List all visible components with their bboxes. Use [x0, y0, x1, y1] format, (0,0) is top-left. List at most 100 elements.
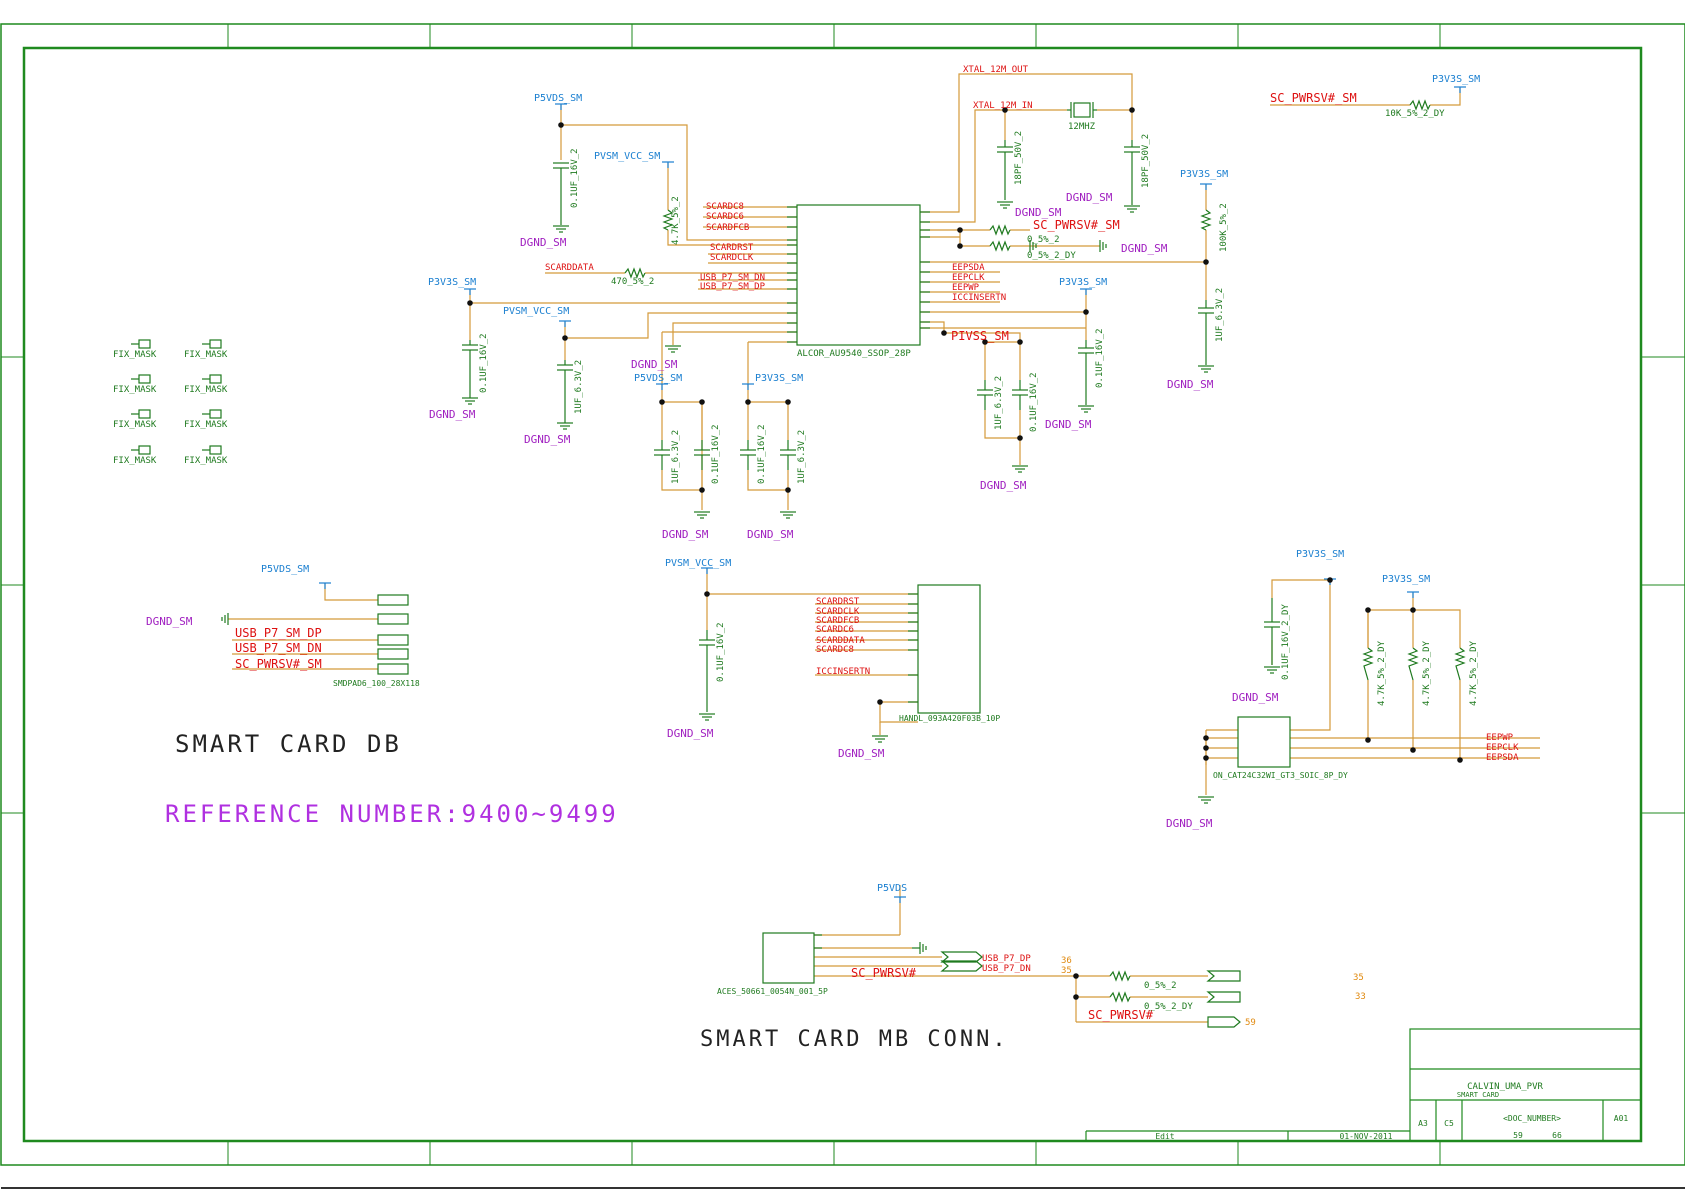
sig-usb-dn-1: USB_P7_SM_DN — [700, 273, 765, 283]
title-project: CALVIN_UMA_PVR — [1467, 1082, 1543, 1092]
net-p3v3-3: P3V3S_SM — [1059, 277, 1107, 288]
res-value-0-dy-1: 0_5%_2_DY — [1027, 251, 1076, 261]
net-p5vds-sm-3: P5VDS_SM — [261, 564, 309, 575]
sig-scardc8-2: SCARDC8 — [816, 645, 854, 655]
fix-mask-4: FIX_MASK — [184, 385, 228, 395]
net-p3v3-1: P3V3S_SM — [428, 277, 476, 288]
fix-mask-8: FIX_MASK — [184, 456, 228, 466]
smd-pads-name: SMDPAD6_100_28X118 — [333, 679, 420, 688]
title-smart-card-mb-conn: SMART CARD MB CONN. — [700, 1027, 1009, 1052]
capacitor-icon — [557, 360, 573, 423]
cap-value-9: 0.1UF_16V_2 — [1029, 372, 1039, 432]
capacitor-icon — [1078, 340, 1094, 405]
resistor-icon — [1109, 970, 1131, 982]
pageref-35-1: 35 — [1061, 966, 1072, 976]
res-value-0-2: 0_5%_2 — [1144, 981, 1177, 991]
net-dgnd-4: DGND_SM — [631, 358, 678, 371]
resistor-icon — [662, 209, 674, 231]
fix-mask-6: FIX_MASK — [184, 420, 228, 430]
resistor-icon — [1454, 647, 1466, 681]
cap-value-3: 1UF_6.3V_2 — [574, 360, 584, 414]
title-edit: Edit — [1155, 1132, 1174, 1141]
net-dgnd-15: DGND_SM — [838, 747, 885, 760]
res-value-100k: 100K_5%_2 — [1219, 203, 1229, 252]
capacitor-icon — [1264, 598, 1280, 665]
smartcard-connector — [917, 584, 981, 714]
wires — [228, 73, 1540, 1023]
sig-sc-pwrsv-mb-1: SC_PWRSV# — [851, 966, 917, 980]
net-p3v3-5: P3V3S_SM — [1432, 74, 1480, 85]
crystal-value: 12MHZ — [1068, 122, 1096, 132]
resistor-icon — [1407, 647, 1419, 681]
sig-usb-p7-dn: USB_P7_DN — [982, 964, 1031, 974]
sig-scardfcb-1: SCARDFCB — [706, 223, 749, 233]
resistor-icon — [1362, 647, 1374, 681]
resistor-icon — [1200, 209, 1212, 231]
resistor-icon — [624, 267, 646, 279]
net-dgnd-8: DGND_SM — [1045, 418, 1092, 431]
sig-scardc6-2: SCARDC6 — [816, 625, 854, 635]
mb-connector-name: ACES_50661_0054N_001_5P — [717, 987, 828, 996]
net-dgnd-12: DGND_SM — [1121, 242, 1168, 255]
net-pvsm-1: PVSM_VCC_SM — [594, 151, 660, 162]
components — [131, 99, 1466, 1028]
sig-scardclk-2: SCARDCLK — [816, 607, 860, 617]
sig-eepsda-2: EEPSDA — [1486, 753, 1519, 763]
net-dgnd-13: DGND_SM — [146, 615, 193, 628]
sig-eepsda-1: EEPSDA — [952, 263, 985, 273]
net-dgnd-1: DGND_SM — [520, 236, 567, 249]
xtal-in: XTAL_12M_IN — [973, 101, 1033, 111]
cap-value-dy: 0.1UF_16V_2_DY — [1281, 604, 1291, 680]
net-dgnd-9: DGND_SM — [1167, 378, 1214, 391]
sig-eepclk-1: EEPCLK — [952, 273, 985, 283]
sig-scarddata-2: SCARDDATA — [816, 636, 865, 646]
capacitor-icon — [977, 380, 993, 410]
title-size: A3 — [1418, 1119, 1428, 1128]
cap-value-4: 1UF_6.3V_2 — [671, 430, 681, 484]
pageref-59: 59 — [1245, 1018, 1256, 1028]
sig-eepwp-1: EEPWP — [952, 283, 980, 293]
cap-value-12: 0.1UF_16V_2 — [716, 622, 726, 682]
cap-value-6: 0.1UF_16V_2 — [757, 424, 767, 484]
connector-pin-icon — [940, 951, 1241, 1028]
sig-iccinsertn-1: ICCINSERTN — [952, 293, 1006, 303]
sig-pivss: PIVSS_SM — [951, 329, 1009, 343]
net-pvsm-2: PVSM_VCC_SM — [503, 306, 569, 317]
cap-value-18pf-2: 18PF_50V_2 — [1141, 134, 1151, 188]
capacitor-icon — [462, 340, 478, 398]
net-p3v3-2: P3V3S_SM — [755, 373, 803, 384]
title-date: 01-NOV-2011 — [1340, 1132, 1393, 1141]
net-p5vds-sm-2: P5VDS_SM — [634, 373, 682, 384]
title-doc-number: <DOC_NUMBER> — [1503, 1114, 1561, 1123]
net-p3v3-6: P3V3S_SM — [1296, 549, 1344, 560]
res-value-470: 470_5%_2 — [611, 277, 654, 287]
sig-scardfcb-2: SCARDFCB — [816, 616, 859, 626]
sig-usb-dp-1: USB_P7_SM_DP — [700, 282, 766, 292]
sig-scarddata-1: SCARDDATA — [545, 263, 594, 273]
title-sheet-name: SMART CARD — [1457, 1091, 1499, 1099]
cap-value-2: 0.1UF_16V_2 — [479, 333, 489, 393]
res-value-10k: 10K_5%_2_DY — [1385, 109, 1445, 119]
res-value-0-1: 0_5%_2 — [1027, 235, 1060, 245]
res-value-47k-dy-3: 4.7K_5%_2_DY — [1469, 640, 1479, 706]
smd-pads — [377, 594, 409, 675]
net-dgnd-2: DGND_SM — [429, 408, 476, 421]
reference-number-note: REFERENCE NUMBER:9400~9499 — [165, 800, 619, 828]
sig-scardc8-1: SCARDC8 — [706, 202, 744, 212]
crystal-icon — [1067, 102, 1097, 118]
fix-mask-5: FIX_MASK — [113, 420, 157, 430]
capacitor-icon — [1012, 380, 1028, 410]
eeprom-chip — [1237, 716, 1291, 768]
resistor-icon — [989, 224, 1011, 236]
sig-sc-pwrsv-mb-2: SC_PWRSV# — [1088, 1008, 1154, 1022]
cap-value-7: 1UF_6.3V_2 — [797, 430, 807, 484]
sig-usb-p7-dp: USB_P7_DP — [982, 954, 1031, 964]
capacitor-icon — [699, 630, 715, 712]
resistor-icon — [989, 240, 1011, 252]
net-dgnd-14: DGND_SM — [667, 727, 714, 740]
net-p3v3-7: P3V3S_SM — [1382, 574, 1430, 585]
pageref-33: 33 — [1355, 992, 1366, 1002]
capacitor-icon — [654, 440, 670, 470]
sig-sc-pwrsv-1: SC_PWRSV#_SM — [1033, 218, 1120, 232]
